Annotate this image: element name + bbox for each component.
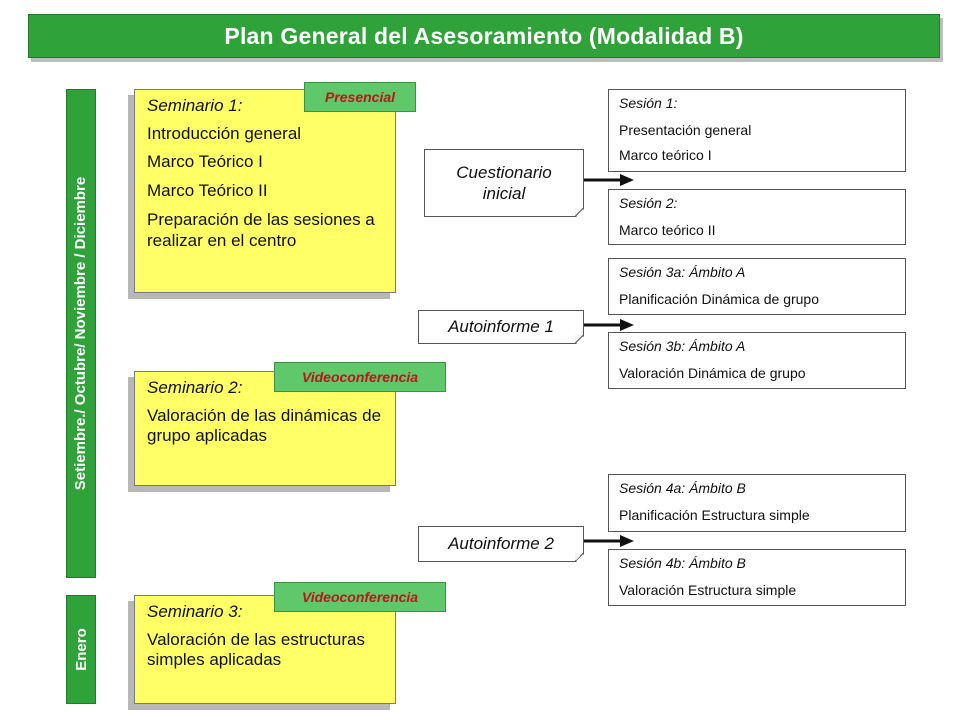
session-heading: Sesión 2: [619, 195, 678, 211]
seminar-heading: Seminario 3: [147, 602, 243, 621]
self-report-1-note: Autoinforme 1 [418, 310, 584, 344]
session-1-box: Sesión 1: Presentación general Marco teó… [608, 89, 906, 172]
page-title: Plan General del Asesoramiento (Modalida… [224, 22, 744, 49]
seminar-line: Marco Teórico I [147, 152, 263, 172]
session-4a-box: Sesión 4a: Ámbito B Planificación Estruc… [608, 474, 906, 532]
session-heading: Sesión 3b: Ámbito A [619, 338, 746, 354]
session-2-box: Sesión 2: Marco teórico II [608, 189, 906, 245]
period-label: Enero [72, 628, 90, 671]
session-line: Planificación Estructura simple [619, 506, 810, 523]
seminar-3-box: Seminario 3: Valoración de las estructur… [134, 595, 396, 704]
seminar-1-box: Seminario 1: Introducción general Marco … [134, 89, 396, 293]
session-line: Marco teórico II [619, 221, 716, 238]
modality-tag-videoconferencia: Videoconferencia [274, 582, 446, 612]
period-bar-january: Enero [66, 595, 96, 704]
session-3b-box: Sesión 3b: Ámbito A Valoración Dinámica … [608, 332, 906, 389]
modality-tag-presencial: Presencial [304, 82, 416, 112]
session-line: Presentación general [619, 121, 752, 138]
period-label: Setiembre./ Octubre/ Noviembre / Diciemb… [72, 176, 90, 491]
questionnaire-note: Cuestionario inicial [424, 149, 584, 217]
seminar-line: Preparación de las sesiones a realizar e… [147, 209, 375, 250]
arrow-right-icon [584, 174, 634, 186]
session-line: Valoración Dinámica de grupo [619, 364, 806, 381]
title-bar: Plan General del Asesoramiento (Modalida… [28, 14, 940, 58]
seminar-heading: Seminario 2: [147, 378, 243, 397]
seminar-line: Valoración de las dinámicas de grupo apl… [147, 405, 382, 446]
session-line: Valoración Estructura simple [619, 581, 797, 598]
seminar-line: Marco Teórico II [147, 181, 268, 201]
note-text: Autoinforme 1 [448, 317, 554, 337]
session-4b-box: Sesión 4b: Ámbito B Valoración Estructur… [608, 549, 906, 606]
period-bar-sep-dec: Setiembre./ Octubre/ Noviembre / Diciemb… [66, 89, 96, 578]
session-heading: Sesión 4a: Ámbito B [619, 480, 746, 496]
note-text: Autoinforme 2 [448, 534, 554, 554]
modality-tag-videoconferencia: Videoconferencia [274, 362, 446, 392]
seminar-line: Introducción general [147, 123, 302, 143]
session-heading: Sesión 1: [619, 95, 678, 111]
note-text: Cuestionario inicial [456, 162, 552, 203]
self-report-2-note: Autoinforme 2 [418, 526, 584, 562]
seminar-line: Valoración de las estructuras simples ap… [147, 629, 365, 670]
arrow-right-icon [584, 319, 634, 331]
session-line: Planificación Dinámica de grupo [619, 290, 819, 307]
session-heading: Sesión 3a: Ámbito A [619, 264, 746, 280]
session-line: Marco teórico I [619, 147, 712, 163]
session-3a-box: Sesión 3a: Ámbito A Planificación Dinámi… [608, 258, 906, 315]
seminar-heading: Seminario 1: [147, 96, 243, 115]
session-heading: Sesión 4b: Ámbito B [619, 555, 746, 571]
arrow-right-icon [584, 535, 634, 547]
